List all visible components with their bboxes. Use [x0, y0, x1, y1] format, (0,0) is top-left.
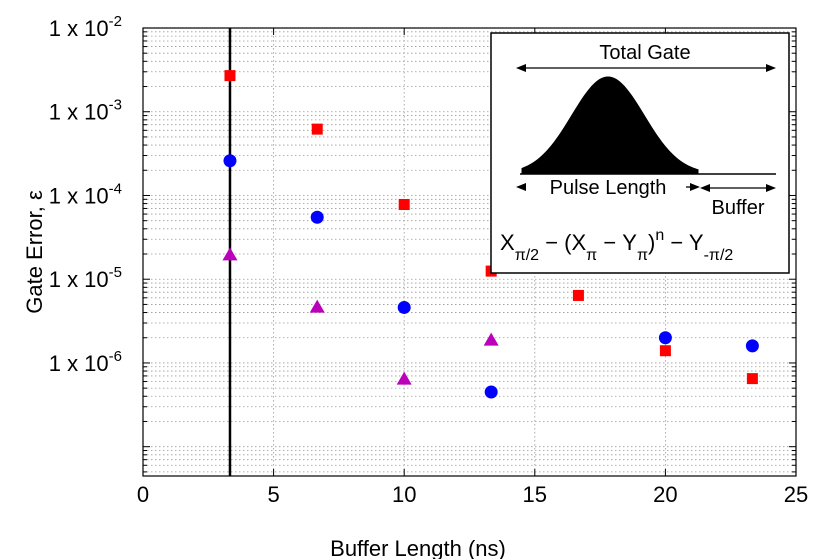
gate-sequence-formula: Xπ/2 − (Xπ − Yπ)n − Y-π/2 — [500, 227, 733, 264]
triangle-marker — [222, 247, 238, 261]
x-tick-label: 5 — [267, 482, 279, 507]
y-tick-label: 1 x 10-5 — [49, 264, 122, 292]
y-tick-labels: 1 x 10-2 1 x 10-3 1 x 10-4 1 x 10-5 1 x 10-6 — [49, 13, 122, 376]
circle-marker — [658, 331, 672, 345]
circle-marker — [484, 385, 498, 399]
inset-schematic: Total Gate Pulse Length Buffer Xπ/2 − (X… — [490, 32, 790, 274]
circle-marker — [397, 300, 411, 314]
square-marker — [398, 199, 410, 211]
y-tick-label: 1 x 10-2 — [49, 13, 122, 41]
seq-p2: − (X — [539, 230, 586, 255]
x-axis-label: Buffer Length (ns) — [330, 536, 506, 559]
triangle-marker — [396, 371, 412, 385]
pulse-length-label: Pulse Length — [550, 177, 667, 199]
seq-s3: π — [637, 247, 648, 264]
total-gate-label: Total Gate — [599, 42, 690, 64]
x-tick-label: 15 — [523, 482, 547, 507]
y-tick-label: 1 x 10-6 — [49, 348, 122, 376]
buffer-label: Buffer — [712, 197, 765, 219]
seq-s2: π — [586, 247, 597, 264]
seq-p1: X — [500, 230, 515, 255]
seq-s5: -π/2 — [704, 247, 734, 264]
square-marker — [224, 70, 236, 82]
x-tick-label: 0 — [137, 482, 149, 507]
x-tick-label: 25 — [784, 482, 808, 507]
total-gate-arrow — [516, 64, 776, 72]
x-tick-label: 20 — [653, 482, 677, 507]
seq-p4: ) — [648, 230, 655, 255]
gaussian-pulse-shape — [521, 76, 699, 175]
buffer-arrow — [700, 184, 776, 192]
axis-ticks — [142, 28, 797, 476]
pulse-length-arrow — [516, 183, 700, 191]
x-tick-label: 10 — [392, 482, 416, 507]
y-tick-label: 1 x 10-3 — [49, 97, 122, 125]
circle-marker — [310, 210, 324, 224]
triangle-marker — [309, 299, 325, 313]
seq-s1: π/2 — [515, 247, 539, 264]
circle-marker — [745, 339, 759, 353]
square-marker — [659, 345, 671, 357]
square-marker — [572, 289, 584, 301]
seq-p5: − Y — [664, 230, 704, 255]
y-tick-label: 1 x 10-4 — [49, 180, 122, 208]
plot-frame — [142, 27, 797, 477]
seq-p3: − Y — [597, 230, 637, 255]
y-axis-label: Gate Error, ε — [22, 190, 47, 314]
triangle-marker — [483, 332, 499, 346]
square-marker — [311, 123, 323, 135]
seq-sup: n — [655, 227, 664, 244]
square-marker — [746, 373, 758, 385]
circle-marker — [223, 154, 237, 168]
x-tick-labels: 0 5 10 15 20 25 — [137, 482, 808, 507]
